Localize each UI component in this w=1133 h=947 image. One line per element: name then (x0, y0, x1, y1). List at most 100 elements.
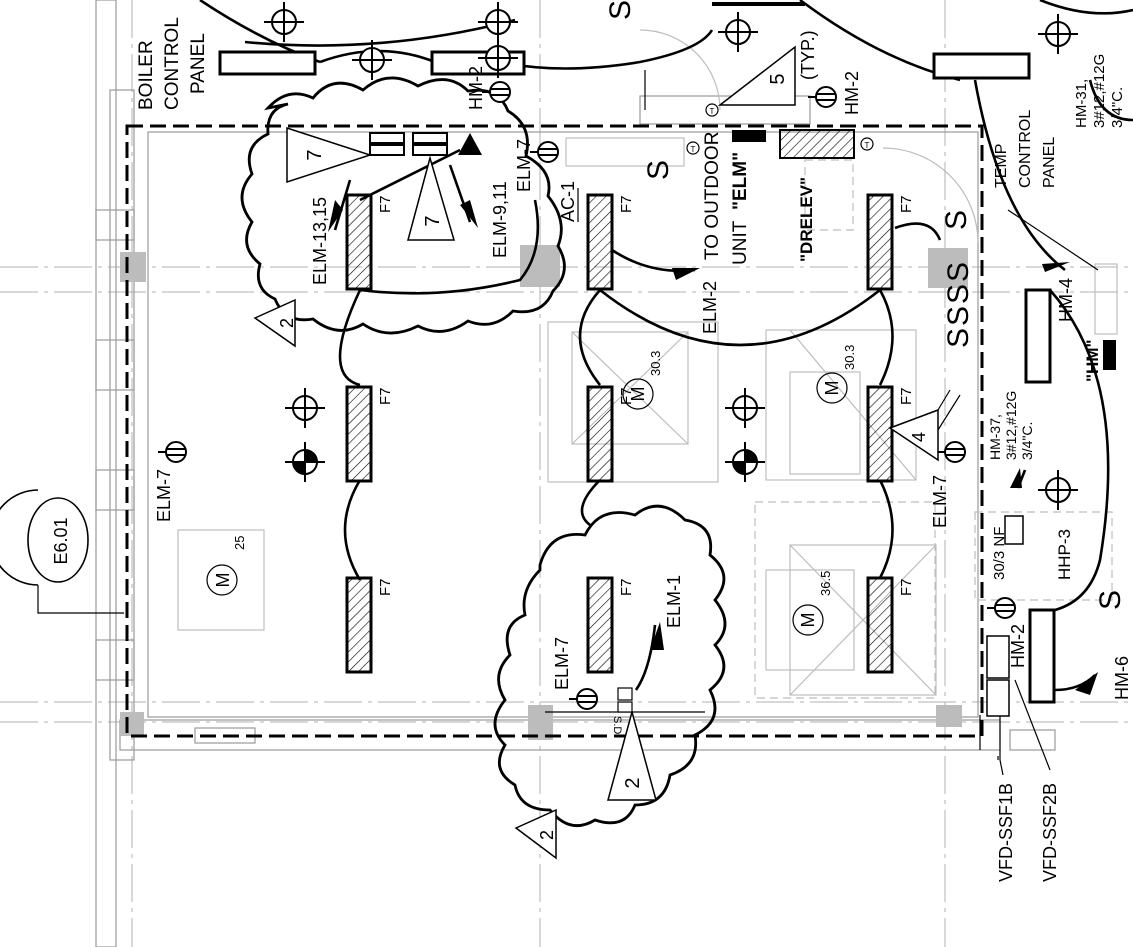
switch-icon: S (942, 306, 975, 326)
label-outdoor-1: TO OUTDOOR (702, 132, 723, 260)
junction-boxes (369, 132, 482, 156)
label-hm2-right: HM-2 (842, 71, 862, 115)
duplex-receptacle-icon (987, 597, 1016, 619)
thermostat-icon (686, 141, 700, 155)
boiler-panel-line3: PANEL (188, 33, 209, 94)
switch-icon: S (1094, 590, 1127, 610)
top-fixtures (218, 50, 1031, 80)
revision-delta-icon (286, 126, 373, 184)
delta-number: 5 (767, 73, 789, 84)
fixture-f7: F7 (586, 193, 635, 291)
outlet-crosshair-icon (478, 38, 518, 78)
label-typ: (TYP.) (798, 30, 818, 80)
label-vfd1: VFD-SSF1B (996, 783, 1016, 882)
section-tag: E6.01 (0, 489, 89, 586)
homerun-arrows (328, 200, 1098, 695)
homerun-arrow-icon (1010, 468, 1022, 488)
structural-columns (120, 245, 968, 740)
fixture-f7: F7 (345, 385, 394, 483)
fixture-label: F7 (377, 578, 394, 596)
boiler-panel-line2: CONTROL (162, 17, 183, 110)
motor-value: 36.5 (818, 571, 833, 596)
homerun-arrow-icon (650, 622, 664, 650)
label-vfd2: VFD-SSF2B (1040, 783, 1060, 882)
label-elm2: ELM-2 (700, 281, 720, 334)
label-elm7-bottom: ELM-7 (552, 637, 572, 690)
switch-icon: S (940, 210, 973, 230)
fixture-f7: F7 (866, 193, 915, 291)
label-hm2-top: HM-2 (466, 66, 486, 110)
outlet-crosshair-icons (264, 2, 1078, 510)
fixture-f7: F7 (345, 576, 394, 674)
label-hm2-lower: HM-2 (1008, 624, 1028, 668)
fixture-f7: F7 (345, 193, 394, 291)
outlet-crosshair-icon (264, 2, 304, 42)
duplex-receptacle-icons (158, 81, 1016, 710)
label-hhp3: HHP-3 (1055, 529, 1074, 580)
motor-letter: M (822, 381, 842, 396)
homerun-arrow-icon (460, 200, 478, 228)
motor-icon (816, 372, 848, 404)
fixture-f7: F7 (866, 385, 915, 483)
delta-number: 2 (622, 777, 644, 788)
delta-number: 2 (277, 318, 297, 328)
fixture-label: F7 (898, 387, 915, 405)
hm37-line2: 3#12,#12G (1003, 391, 1019, 460)
thermostat-icon (860, 137, 874, 151)
motor-value: 30.3 (648, 351, 663, 376)
elm-panel (732, 130, 766, 142)
label-elm7-left: ELM-7 (154, 469, 174, 522)
delta-number: 2 (537, 830, 557, 840)
hm37-line1: HM-37, (987, 414, 1003, 460)
motor-symbols: M 25 M 30.3 M 30.3 M 36.5 (206, 345, 857, 636)
circuit-wiring (37, 0, 1133, 776)
revision-delta-icon (607, 709, 657, 801)
label-elm1315: ELM-13,15 (310, 197, 330, 285)
duplex-receptacle-icon (482, 81, 511, 103)
fixture-label: F7 (898, 578, 915, 596)
label-elm911: ELM-9,11 (490, 181, 510, 258)
duplex-receptacle-icon (569, 688, 598, 710)
fixture-f7: F7 (586, 576, 635, 674)
label-elm7-top: ELM-7 (514, 139, 534, 192)
temp-panel-line2: CONTROL (1017, 110, 1034, 188)
fixture-label: F7 (898, 195, 915, 213)
thermostat-icon (705, 103, 719, 117)
delta-number: 4 (909, 432, 929, 442)
switch-icon: S (942, 262, 975, 282)
revision-delta-icon (407, 155, 456, 241)
fixture-label: F7 (618, 387, 635, 405)
motor-value: 30.3 (842, 345, 857, 370)
homerun-arrow-icon (1075, 672, 1098, 695)
outlet-crosshair-icon (352, 40, 392, 80)
equipment-outlines (177, 29, 1118, 699)
duplex-receptacle-icon (937, 441, 966, 463)
revision-delta-icon (253, 298, 296, 348)
vfd-boxes (617, 515, 1024, 760)
hm31-line1: HM-31, (1073, 79, 1090, 128)
revision-deltas: 7 7 5 2 2 2 4 (253, 45, 961, 860)
outlet-crosshair-icon (1038, 470, 1078, 510)
label-ac1: AC-1 (558, 181, 578, 222)
label-elm1: ELM-1 (664, 575, 684, 628)
label-outdoor-2: UNIT (730, 220, 751, 265)
fixture-label: F7 (618, 195, 635, 213)
thermostat-label: T (691, 145, 696, 154)
revision-delta-icon (514, 808, 557, 860)
temp-panel-line3: PANEL (1041, 137, 1058, 188)
switch-icon: S (642, 160, 675, 180)
hm31-line3: 3/4"C. (1109, 87, 1126, 128)
boiler-panel-line1: BOILER (136, 40, 157, 110)
outlet-crosshair-icon (725, 388, 765, 428)
revision-delta-icon (888, 408, 939, 462)
motor-icon (206, 564, 238, 596)
fixture-f7: F7 (866, 576, 915, 674)
motor-letter: M (213, 573, 233, 588)
fixture-hm2 (1028, 608, 1056, 704)
label-elm7-right: ELM-7 (930, 475, 950, 528)
thermostat-label: T (865, 141, 870, 150)
hm37-line3: 3/4"C. (1019, 422, 1035, 460)
fixture-label: F7 (377, 387, 394, 405)
homerun-arrow-icon (328, 200, 343, 232)
